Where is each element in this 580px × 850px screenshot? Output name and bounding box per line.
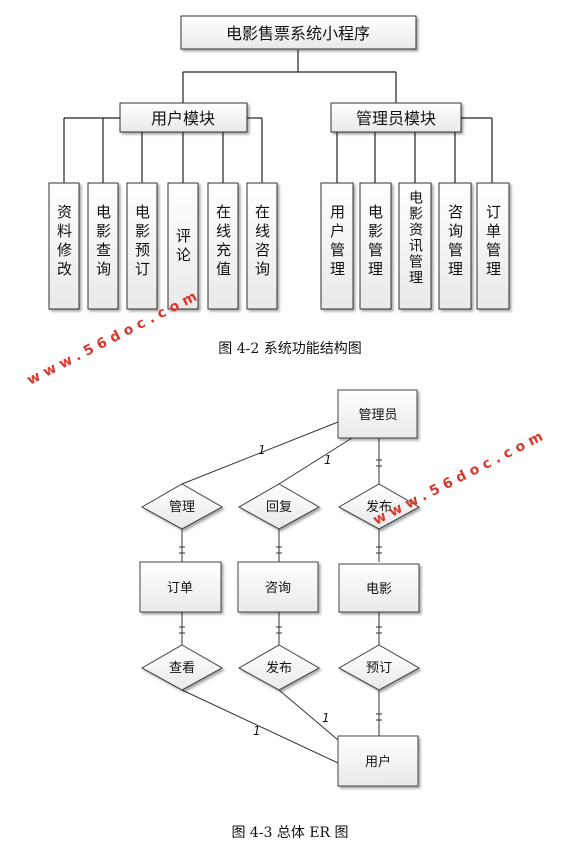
- relation-manage-label: 管理: [169, 500, 195, 515]
- leaf-label: 在线咨询: [253, 204, 271, 280]
- entity-user: [337, 735, 419, 787]
- admin-leaves: 用户管理 电影管理 电影资讯管理 咨询管理 订单管理: [320, 182, 510, 310]
- er-relations: 管理 回复 发布 查看 发布 预订: [140, 483, 421, 691]
- cardinality-label: 1: [258, 443, 266, 457]
- leaf-label: 资料修改: [55, 204, 73, 280]
- figure-caption-er: 图 4-3 总体 ER 图: [231, 825, 349, 841]
- leaf-label: 订单管理: [484, 204, 502, 280]
- user-module-box: [119, 102, 248, 133]
- entity-consult: [237, 561, 319, 613]
- relation-reply-label: 回复: [266, 500, 292, 515]
- leaf-label: 用户管理: [328, 204, 346, 280]
- relation-view-label: 查看: [169, 660, 195, 676]
- leaf-label: 在线充值: [214, 204, 232, 280]
- relation-view: [140, 644, 224, 691]
- root-label: 电影售票系统小程序: [226, 24, 370, 43]
- leaf-label: 评论: [174, 228, 192, 266]
- leaf-box: [87, 182, 119, 310]
- leaf-box: [48, 182, 80, 310]
- leaf-label: 咨询管理: [446, 204, 464, 280]
- cardinality-label: 1: [322, 711, 330, 725]
- entity-consult-label: 咨询: [265, 581, 291, 596]
- admin-module-label: 管理员模块: [356, 109, 436, 128]
- entity-movie-label: 电影: [366, 582, 392, 597]
- leaf-label: 电影预订: [133, 204, 151, 280]
- cardinality-label: 1: [324, 453, 332, 467]
- entity-user-label: 用户: [365, 754, 391, 770]
- leaf-box: [167, 182, 199, 310]
- relation-reserve-label: 预订: [366, 661, 392, 676]
- entity-order: [139, 561, 222, 613]
- relation-manage: [140, 483, 224, 530]
- relation-reserve: [337, 644, 421, 691]
- leaf-box: [207, 182, 239, 310]
- relation-publish-admin-label: 发布: [366, 499, 392, 515]
- entity-movie: [338, 563, 420, 613]
- watermark: www.56doc.com: [371, 426, 551, 528]
- relation-reply: [237, 483, 321, 530]
- leaf-label: 电影查询: [94, 204, 112, 280]
- entity-admin: [337, 389, 418, 439]
- leaf-label: 电影管理: [366, 204, 384, 280]
- leaf-box: [320, 182, 354, 310]
- entity-admin-label: 管理员: [358, 408, 397, 423]
- relation-publish-admin: [337, 483, 421, 530]
- leaf-box: [359, 182, 392, 310]
- relation-publish-user: [237, 644, 321, 691]
- relation-publish-user-label: 发布: [266, 660, 292, 676]
- root-box: [180, 15, 417, 50]
- leaf-box: [126, 182, 158, 310]
- leaf-box: [438, 182, 472, 310]
- leaf-label: 电影资讯管理: [407, 190, 423, 286]
- entity-order-label: 订单: [167, 581, 193, 596]
- leaf-box: [246, 182, 278, 310]
- cardinality-label: 1: [253, 724, 261, 738]
- admin-module-box: [330, 102, 462, 133]
- function-structure-diagram: [63, 50, 493, 183]
- er-diagram: [179, 421, 382, 764]
- leaf-box: [398, 182, 432, 310]
- user-leaves: 资料修改 电影查询 电影预订 评论 在线充值 在线咨询: [48, 182, 278, 310]
- er-entities: 管理员 订单 咨询 电影 用户: [139, 389, 420, 787]
- leaf-box: [476, 182, 510, 310]
- user-module-label: 用户模块: [151, 109, 215, 128]
- figure-caption-function-structure: 图 4-2 系统功能结构图: [218, 341, 362, 357]
